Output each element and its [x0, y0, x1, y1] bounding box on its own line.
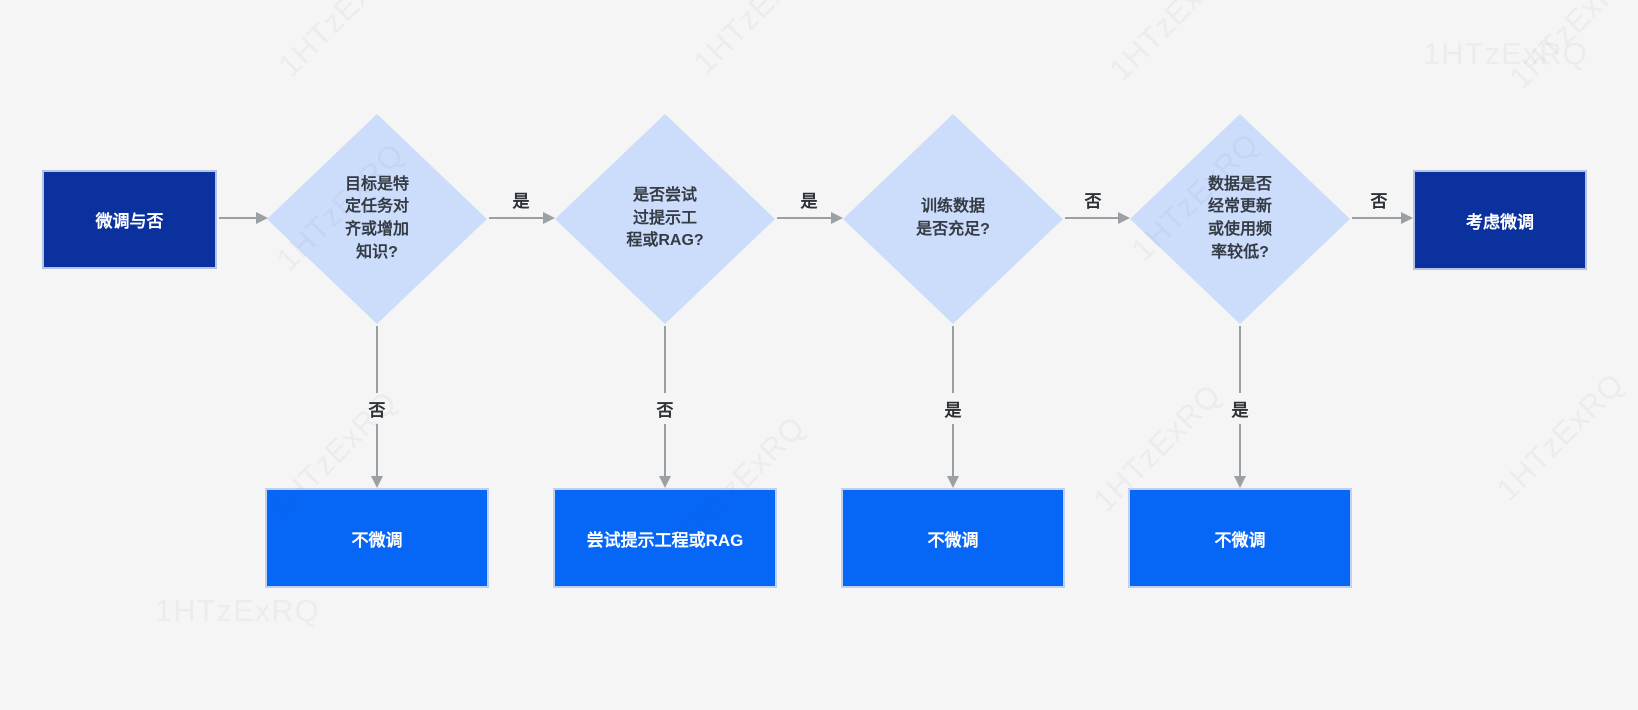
connector-decision-3-to-decision-4: [1065, 217, 1119, 219]
label-line: 是否尝试: [632, 186, 697, 204]
edge-label-no: 否: [1084, 192, 1102, 211]
arrowhead: [256, 212, 268, 224]
edge-label-yes: 是: [800, 192, 818, 211]
arrowhead: [1118, 212, 1130, 224]
connector-decision-1-to-decision-2: [489, 217, 544, 219]
label-line: 数据是否: [1207, 175, 1272, 193]
connector-decision-2-to-decision-3: [777, 217, 832, 219]
decision-training-data: 训练数据 是否充足?: [843, 114, 1063, 324]
edge-label-yes: 是: [512, 192, 530, 211]
label-line: 目标是特: [344, 175, 409, 193]
arrowhead: [831, 212, 843, 224]
label-line: 过提示工: [632, 209, 697, 227]
decision-training-data-label: 训练数据 是否充足?: [916, 196, 990, 241]
edge-label-no: 否: [364, 393, 390, 424]
watermark: 1HTzExRQ: [155, 593, 320, 628]
node-no-finetune-3-label: 不微调: [1214, 530, 1266, 550]
arrowhead: [947, 476, 959, 488]
node-no-finetune-1-label: 不微调: [351, 530, 403, 550]
decision-data-freshness-label: 数据是否 经常更新 或使用频 率较低?: [1208, 174, 1272, 265]
connector-decision-4-to-end: [1352, 217, 1402, 219]
watermark: 1HTzExRQ: [1502, 0, 1638, 96]
decision-data-freshness: 数据是否 经常更新 或使用频 率较低?: [1130, 114, 1350, 324]
label-line: 程或RAG?: [626, 232, 704, 250]
node-no-finetune-3: 不微调: [1128, 488, 1352, 588]
label-line: 训练数据: [920, 198, 985, 216]
decision-tried-prompt-rag-label: 是否尝试 过提示工 程或RAG?: [626, 185, 703, 253]
node-try-prompt-rag: 尝试提示工程或RAG: [553, 488, 777, 588]
watermark: 1HTzExRQ: [271, 0, 413, 84]
edge-label-no: 否: [652, 393, 678, 424]
label-line: 是否充足?: [916, 221, 990, 238]
watermark: 1HTzExRQ: [1102, 0, 1244, 88]
edge-label-no: 否: [1370, 192, 1388, 211]
edge-label-yes: 是: [1227, 393, 1253, 424]
watermark: 1HTzExRQ: [1423, 36, 1588, 71]
node-no-finetune-2-label: 不微调: [927, 530, 979, 550]
arrowhead: [1401, 212, 1413, 224]
connector-start-to-decision-1: [219, 217, 256, 219]
label-line: 或使用频: [1207, 221, 1272, 238]
node-try-prompt-rag-label: 尝试提示工程或RAG: [586, 530, 744, 550]
decision-tried-prompt-rag: 是否尝试 过提示工 程或RAG?: [555, 114, 775, 324]
label-line: 知识?: [356, 243, 398, 261]
node-no-finetune-2: 不微调: [841, 488, 1065, 588]
node-consider-finetune: 考虑微调: [1413, 170, 1587, 270]
watermark: 1HTzExRQ: [1489, 366, 1631, 508]
label-line: 经常更新: [1207, 198, 1272, 216]
decision-goal-alignment-label: 目标是特 定任务对 齐或增加 知识?: [345, 174, 409, 265]
node-start: 微调与否: [42, 170, 217, 269]
arrowhead: [371, 476, 383, 488]
node-no-finetune-1: 不微调: [265, 488, 489, 588]
arrowhead: [543, 212, 555, 224]
watermark: 1HTzExRQ: [686, 0, 828, 81]
label-line: 定任务对: [344, 198, 409, 216]
node-start-label: 微调与否: [95, 212, 164, 231]
arrowhead: [1234, 476, 1246, 488]
edge-label-yes: 是: [940, 393, 966, 424]
node-consider-finetune-label: 考虑微调: [1466, 212, 1534, 232]
arrowhead: [659, 476, 671, 488]
label-line: 齐或增加: [344, 221, 409, 238]
decision-goal-alignment: 目标是特 定任务对 齐或增加 知识?: [267, 114, 487, 324]
label-line: 率较低?: [1211, 243, 1269, 261]
